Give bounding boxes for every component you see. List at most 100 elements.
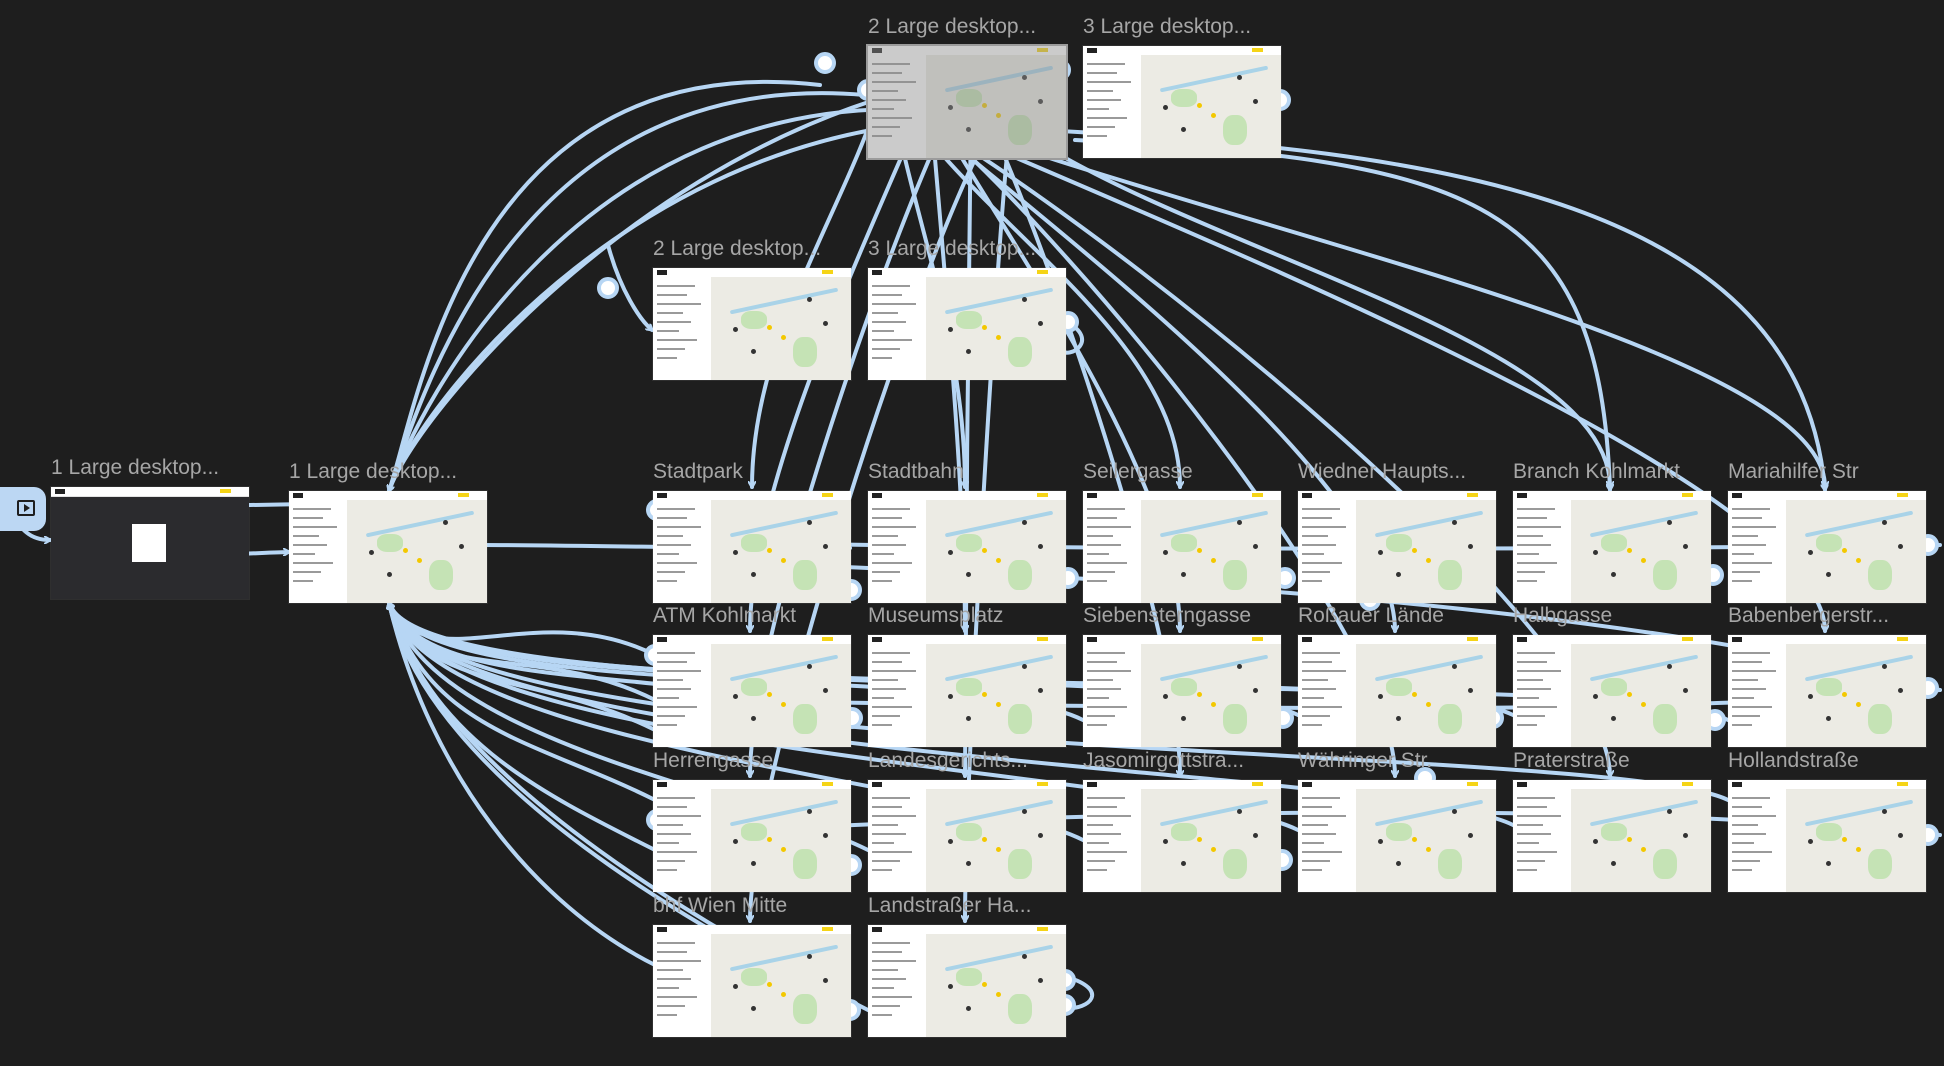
frame-label[interactable]: Stadtbahn (868, 460, 964, 483)
branch-panel (653, 277, 711, 380)
map-view (1571, 789, 1711, 892)
prototype-connector[interactable] (1021, 130, 1610, 487)
frame-label[interactable]: 3 Large desktop... (1083, 15, 1252, 38)
logo-icon (55, 489, 65, 494)
logo-icon (1087, 493, 1097, 498)
prototype-connector[interactable] (1038, 128, 1825, 490)
logo-icon (1302, 782, 1312, 787)
cta-button (1252, 637, 1263, 641)
logo-icon (1517, 493, 1527, 498)
frame-label[interactable]: Hollandstraße (1728, 749, 1859, 772)
frame-thumbnail[interactable] (868, 491, 1066, 603)
frame-label[interactable]: Mariahilfer Str (1728, 460, 1859, 483)
cta-button (1037, 782, 1048, 786)
map-view (1786, 500, 1926, 603)
frame-thumbnail[interactable] (868, 780, 1066, 892)
branch-panel (1728, 644, 1786, 747)
map-view (1356, 644, 1496, 747)
frame-label[interactable]: Praterstraße (1513, 749, 1630, 772)
frame-thumbnail[interactable] (1513, 780, 1711, 892)
frame-label[interactable]: Wiedner Haupts... (1298, 460, 1467, 483)
branch-panel (1083, 55, 1141, 158)
frame-label[interactable]: Seilergasse (1083, 460, 1193, 483)
frame-thumbnail[interactable] (1298, 780, 1496, 892)
frame-label[interactable]: Herrengasse (653, 749, 774, 772)
frame-thumbnail[interactable] (868, 635, 1066, 747)
frame-thumbnail[interactable] (1083, 46, 1281, 158)
frame-thumbnail[interactable] (1083, 491, 1281, 603)
map-view (711, 934, 851, 1037)
frame-thumbnail[interactable] (866, 44, 1068, 160)
frame-label[interactable]: Stadtpark (653, 460, 743, 483)
map-view (1356, 789, 1496, 892)
frame-label[interactable]: Landstraßer Ha... (868, 894, 1032, 917)
frame-label[interactable]: ATM Kohlmarkt (653, 604, 797, 627)
interaction-hotspot[interactable] (814, 52, 836, 74)
frame-label[interactable]: Museumsplatz (868, 604, 1004, 627)
logo-icon (657, 493, 667, 498)
prototype-connector[interactable] (387, 107, 932, 493)
frame-thumbnail[interactable] (868, 925, 1066, 1037)
map-view (347, 500, 487, 603)
branch-panel (868, 789, 926, 892)
map-view (926, 277, 1066, 380)
cta-button (1682, 637, 1693, 641)
cta-button (822, 782, 833, 786)
branch-panel (653, 789, 711, 892)
frame-label[interactable]: bhf Wien Mitte (653, 894, 788, 917)
frame-thumbnail[interactable] (1513, 635, 1711, 747)
frame-thumbnail[interactable] (1728, 491, 1926, 603)
frame-label[interactable]: Roßauer Lände (1298, 604, 1444, 627)
branch-panel (1298, 500, 1356, 603)
branch-panel (1728, 500, 1786, 603)
logo-icon (872, 782, 882, 787)
frame-label[interactable]: Währinger Str. (1298, 749, 1433, 772)
branch-panel (653, 934, 711, 1037)
prototype-connector[interactable] (904, 107, 1180, 487)
frame-thumbnail[interactable] (1513, 491, 1711, 603)
frame-thumbnail[interactable] (653, 491, 851, 603)
map-view (926, 644, 1066, 747)
frame-thumbnail[interactable] (1083, 635, 1281, 747)
frame-label[interactable]: Branch Kohlmarkt (1513, 460, 1680, 483)
frame-thumbnail[interactable] (51, 487, 249, 599)
cta-button (1467, 637, 1478, 641)
frame-label[interactable]: 2 Large desktop... (868, 15, 1037, 38)
frame-label[interactable]: 3 Large desktop... (868, 237, 1037, 260)
branch-panel (868, 277, 926, 380)
cta-button (822, 927, 833, 931)
frame-thumbnail[interactable] (1298, 635, 1496, 747)
frame-thumbnail[interactable] (653, 925, 851, 1037)
prototype-connector[interactable] (389, 80, 822, 491)
cta-button (1467, 493, 1478, 497)
prototype-connector[interactable] (387, 601, 657, 802)
frame-label[interactable]: 2 Large desktop... (653, 237, 822, 260)
cta-button (822, 270, 833, 274)
frame-label[interactable]: 1 Large desktop... (51, 456, 220, 479)
frame-thumbnail[interactable] (1298, 491, 1496, 603)
map-view (711, 644, 851, 747)
prototype-connector[interactable] (606, 243, 652, 332)
frame-thumbnail[interactable] (289, 491, 487, 603)
interaction-hotspot[interactable] (597, 277, 619, 299)
frame-thumbnail[interactable] (653, 635, 851, 747)
frame-thumbnail[interactable] (653, 268, 851, 380)
frame-thumbnail[interactable] (868, 268, 1066, 380)
frame-thumbnail[interactable] (1728, 780, 1926, 892)
frame-thumbnail[interactable] (1728, 635, 1926, 747)
prototype-connector[interactable] (389, 603, 657, 967)
frame-label[interactable]: 1 Large desktop... (289, 460, 458, 483)
frame-label[interactable]: Landesgerichts... (868, 749, 1028, 772)
frame-thumbnail[interactable] (1083, 780, 1281, 892)
frame-thumbnail[interactable] (653, 780, 851, 892)
prototype-connector[interactable] (387, 91, 867, 493)
frame-label[interactable]: Jasomirgottstra... (1083, 749, 1245, 772)
frame-label[interactable]: Siebensterngasse (1083, 604, 1252, 627)
cta-button (1252, 48, 1263, 52)
map-view (926, 789, 1066, 892)
logo-icon (1087, 782, 1097, 787)
logo-icon (657, 270, 667, 275)
frame-label[interactable]: Babenbergerstr... (1728, 604, 1890, 627)
frame-label[interactable]: Halbgasse (1513, 604, 1613, 627)
flow-start-button[interactable] (0, 487, 46, 531)
